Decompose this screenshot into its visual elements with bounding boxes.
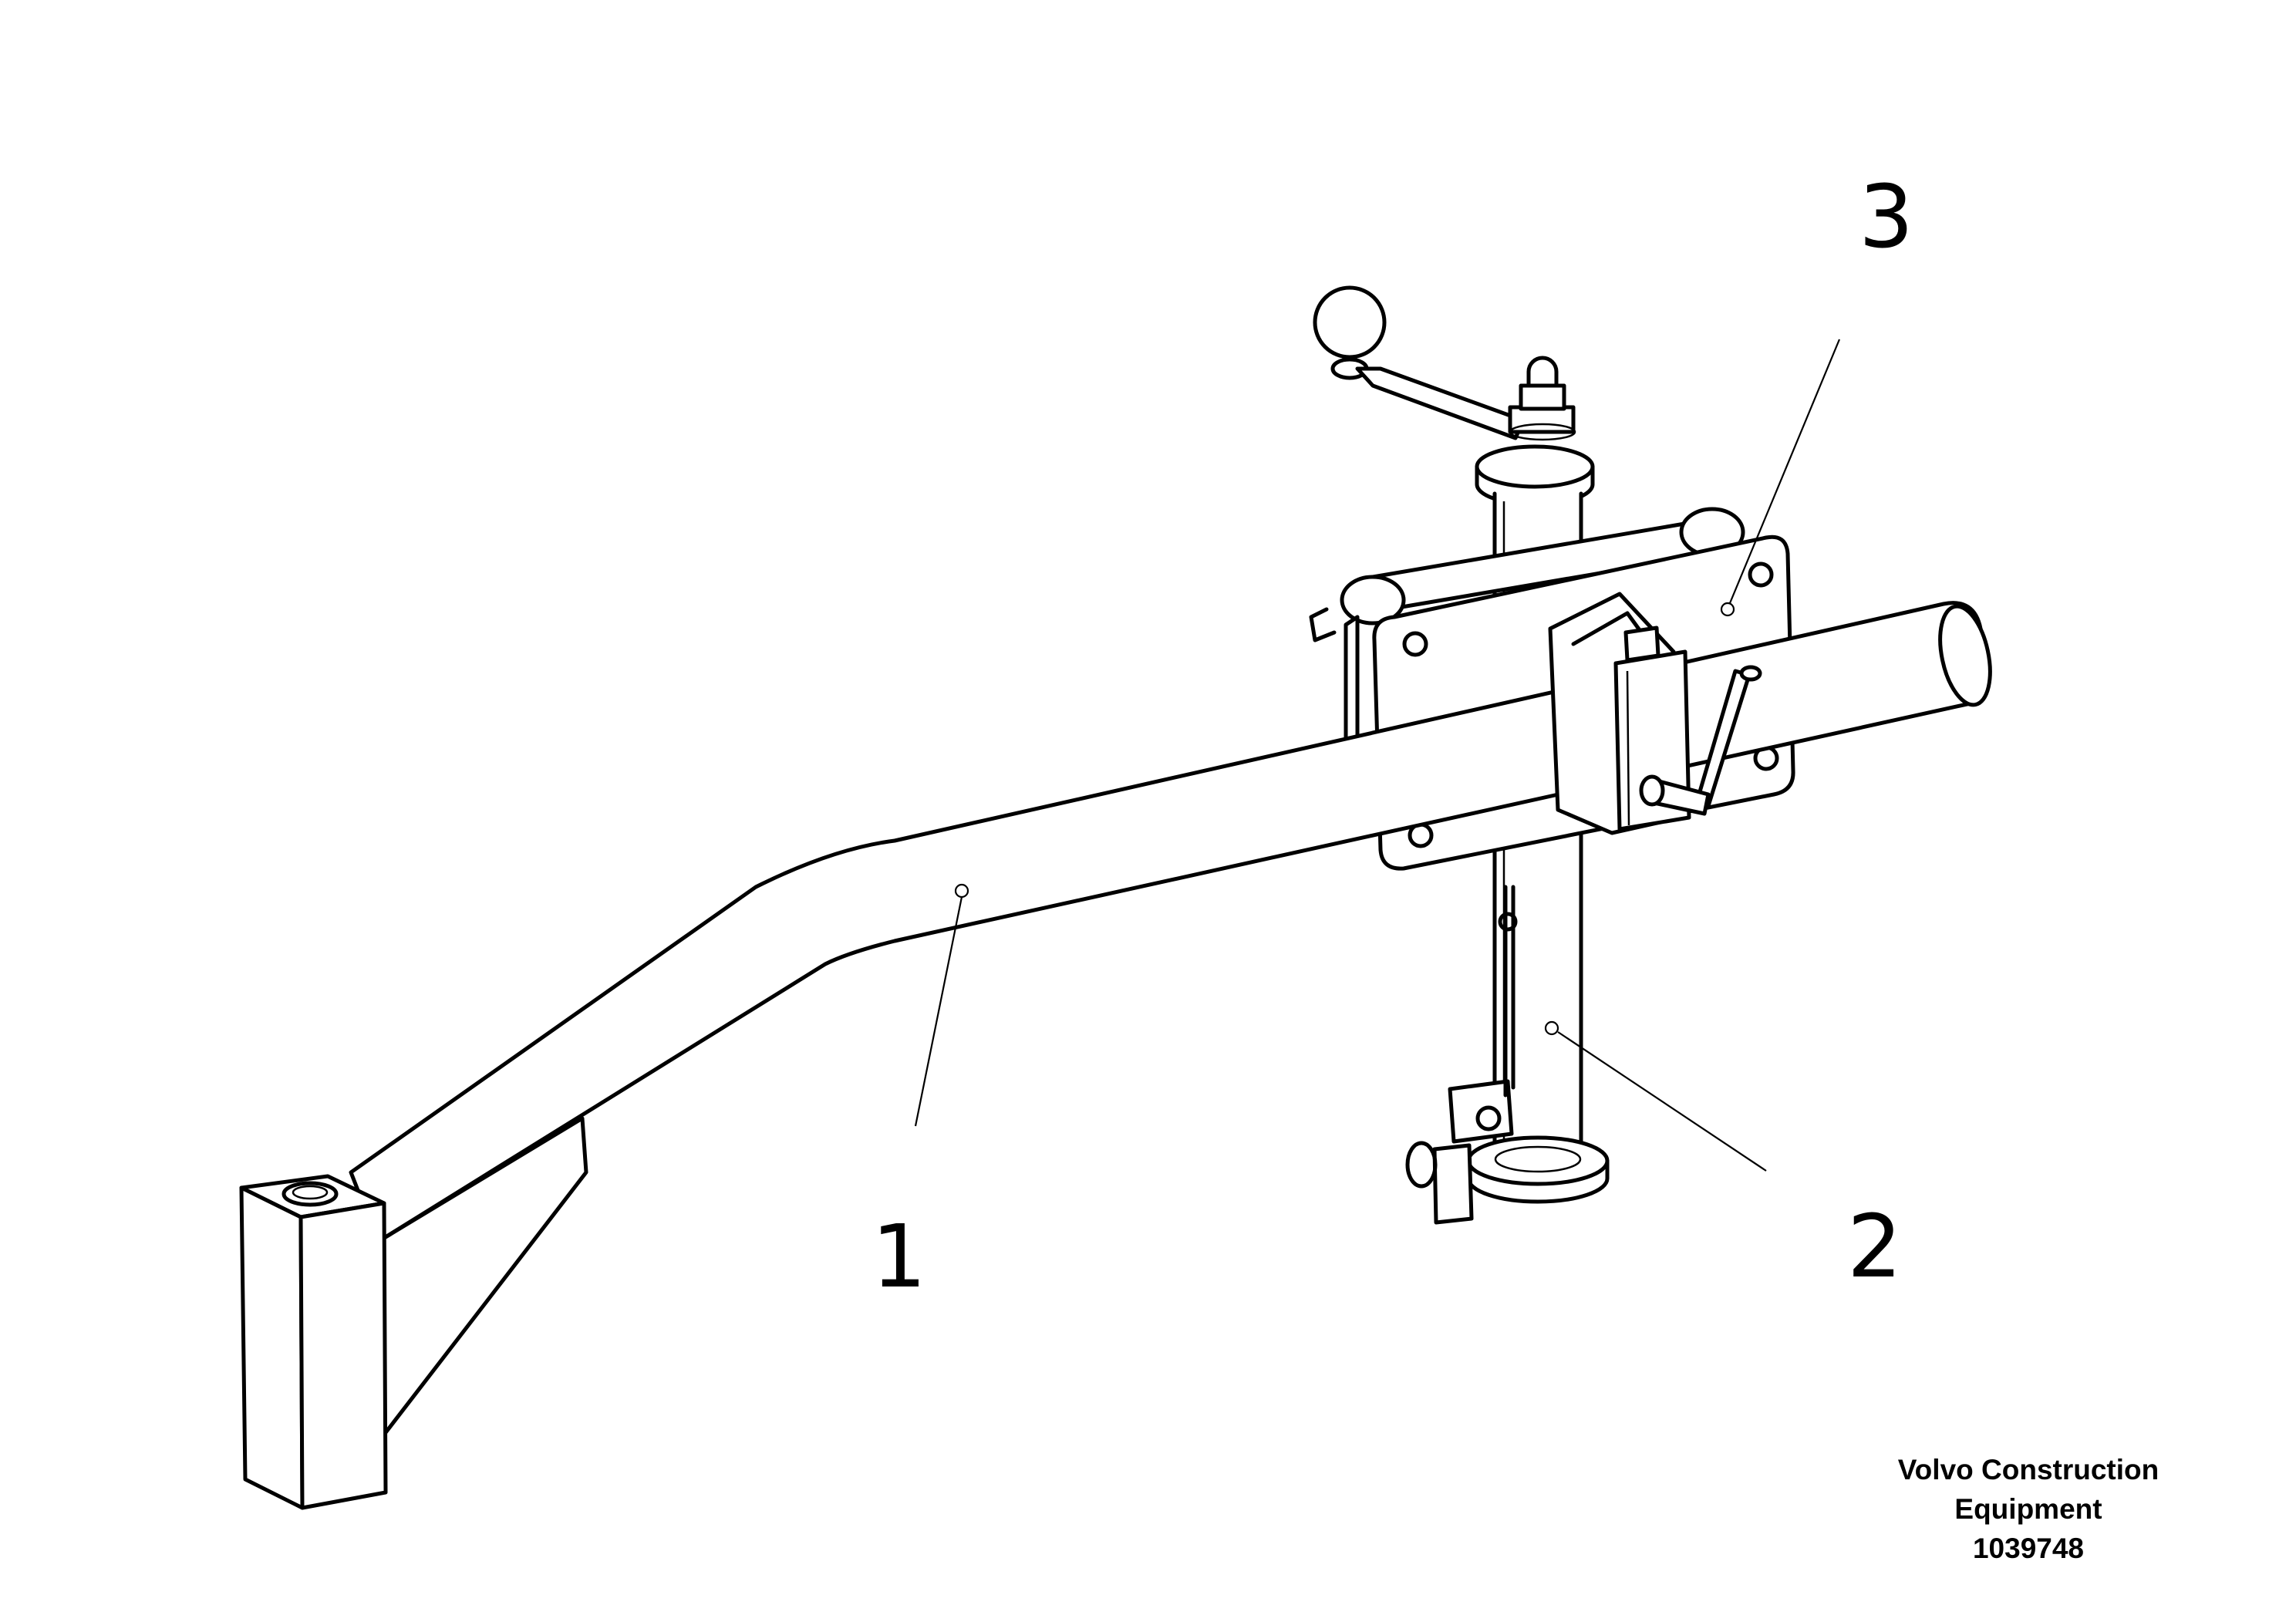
caption-part-number: 1039748 bbox=[1972, 1533, 2085, 1564]
callout-1: 1 bbox=[872, 1207, 926, 1307]
caption-line-1: Volvo Construction bbox=[1897, 1454, 2159, 1485]
leader-line-1 bbox=[914, 896, 963, 1127]
caption-line-2: Equipment bbox=[1954, 1493, 2102, 1525]
swing-arm bbox=[349, 601, 1992, 1244]
leader-line-2 bbox=[1557, 1031, 1767, 1172]
callout-3: 3 bbox=[1859, 167, 1913, 268]
adjust-handle bbox=[1313, 285, 1576, 441]
publisher-caption: Volvo Construction Equipment 1039748 bbox=[1836, 1450, 2221, 1568]
callout-2: 2 bbox=[1847, 1197, 1902, 1297]
front-clamp bbox=[1548, 592, 1762, 835]
part-2-marker bbox=[1544, 1020, 1559, 1036]
leader-line-3 bbox=[1728, 339, 1841, 604]
mounting-block bbox=[239, 1116, 588, 1510]
